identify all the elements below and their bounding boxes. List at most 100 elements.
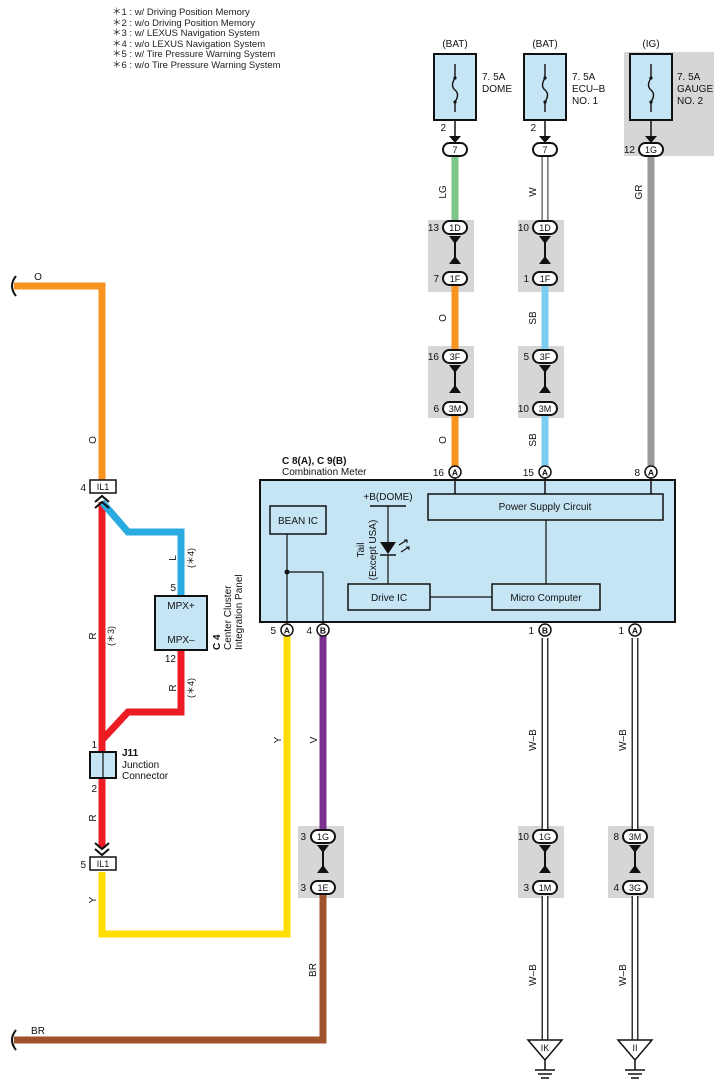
svg-text:3M: 3M bbox=[449, 404, 462, 414]
svg-text:10: 10 bbox=[518, 832, 530, 843]
svg-text:C 4: C 4 bbox=[212, 634, 223, 650]
dome-supply-label: +B(DOME) bbox=[363, 492, 412, 503]
wire-note-l: (＊4) bbox=[186, 548, 196, 568]
svg-text:5: 5 bbox=[170, 583, 176, 594]
fuse-rating: 7. 5A bbox=[677, 72, 701, 83]
yellow-wire bbox=[98, 636, 291, 938]
wire-label-o-2: O bbox=[438, 436, 449, 444]
meter-name: Combination Meter bbox=[282, 467, 367, 478]
svg-text:7: 7 bbox=[452, 145, 457, 155]
svg-text:7: 7 bbox=[542, 145, 547, 155]
svg-text:1: 1 bbox=[618, 626, 624, 637]
junction-pair-1d-1f-right: 1D 10 1F 1 SB bbox=[518, 220, 558, 325]
svg-text:3F: 3F bbox=[450, 352, 461, 362]
wire-label-br: BR bbox=[308, 963, 319, 977]
svg-text:Junction: Junction bbox=[122, 760, 159, 771]
wire-end-mark bbox=[11, 275, 17, 297]
wire-label-wb-4: W–B bbox=[618, 964, 629, 986]
meter-pin-bottom-1b: B 1 bbox=[528, 623, 552, 637]
connector-il1-top: IL1 4 bbox=[80, 479, 117, 509]
wire-label-v: V bbox=[309, 736, 320, 743]
svg-text:II: II bbox=[632, 1043, 637, 1053]
svg-text:8: 8 bbox=[613, 832, 619, 843]
fuse-source: (BAT) bbox=[442, 39, 467, 50]
svg-text:3: 3 bbox=[300, 883, 306, 894]
svg-text:1F: 1F bbox=[540, 274, 551, 284]
wire-label-y: Y bbox=[88, 896, 99, 903]
svg-text:J11: J11 bbox=[122, 748, 139, 759]
connector-il1-bottom: IL1 5 bbox=[80, 842, 117, 871]
svg-text:1D: 1D bbox=[449, 223, 461, 233]
red-wire-branch bbox=[99, 650, 185, 743]
combination-meter: C 8(A), C 9(B) Combination Meter A 16 A … bbox=[259, 456, 676, 637]
svg-text:4: 4 bbox=[306, 626, 312, 637]
blue-wire bbox=[99, 499, 185, 596]
svg-text:1: 1 bbox=[91, 740, 97, 751]
svg-text:MPX–: MPX– bbox=[167, 635, 195, 646]
svg-text:6: 6 bbox=[433, 404, 439, 415]
note-2: ＊2 : w/o Driving Position Memory bbox=[112, 17, 256, 29]
svg-text:1G: 1G bbox=[645, 145, 657, 155]
option-notes: ＊1 : w/ Driving Position Memory ＊2 : w/o… bbox=[112, 7, 281, 72]
svg-text:5: 5 bbox=[270, 626, 276, 637]
wire-label-wb-1: W–B bbox=[528, 729, 539, 751]
svg-text:BEAN IC: BEAN IC bbox=[278, 516, 318, 527]
svg-text:Power Supply Circuit: Power Supply Circuit bbox=[499, 502, 592, 513]
brown-wire bbox=[14, 892, 327, 1044]
wire-label-sb: SB bbox=[528, 311, 539, 325]
led-icon bbox=[380, 542, 396, 554]
wire-label-o-vert: O bbox=[88, 436, 99, 444]
svg-text:10: 10 bbox=[518, 223, 530, 234]
svg-text:8: 8 bbox=[634, 468, 640, 479]
svg-text:13: 13 bbox=[428, 223, 440, 234]
junction-pair-3f-3m-left: 3F 16 3M 6 O bbox=[428, 349, 468, 444]
svg-text:A: A bbox=[632, 626, 638, 636]
wire-label-r-lower: R bbox=[168, 684, 179, 691]
svg-text:1G: 1G bbox=[317, 832, 329, 842]
wire-label-wb-2: W–B bbox=[618, 729, 629, 751]
junction-pair-1d-1f-left: 1D 13 1F 7 O bbox=[428, 220, 468, 322]
note-3: ＊3 : w/ LEXUS Navigation System bbox=[112, 28, 260, 40]
orange-wire-left bbox=[14, 282, 106, 480]
svg-text:1M: 1M bbox=[539, 883, 552, 893]
svg-text:1G: 1G bbox=[539, 832, 551, 842]
svg-text:IL1: IL1 bbox=[97, 482, 110, 492]
fuse-ecu-b: (BAT) 7. 5A ECU–B NO. 1 2 bbox=[523, 39, 606, 140]
svg-text:A: A bbox=[284, 626, 290, 636]
svg-text:2: 2 bbox=[91, 784, 97, 795]
wire-label-gr: GR bbox=[634, 185, 645, 200]
svg-text:10: 10 bbox=[518, 404, 530, 415]
bean-ic bbox=[269, 505, 327, 535]
svg-text:1F: 1F bbox=[450, 274, 461, 284]
svg-text:1: 1 bbox=[523, 274, 529, 285]
j11-junction-connector: 1 2 J11 Junction Connector bbox=[89, 740, 169, 795]
tail-label: Tail bbox=[356, 542, 367, 557]
fuse-dome: (BAT) 7. 5A DOME 2 bbox=[433, 39, 512, 140]
ground-ik-icon: IK bbox=[526, 1039, 564, 1079]
svg-text:16: 16 bbox=[428, 352, 440, 363]
wire-end-mark bbox=[11, 1029, 17, 1051]
svg-text:3M: 3M bbox=[629, 832, 642, 842]
fuse-name: GAUGE bbox=[677, 84, 713, 95]
svg-text:B: B bbox=[320, 626, 326, 636]
meter-code: C 8(A), C 9(B) bbox=[282, 456, 346, 467]
fuse-name-2: NO. 2 bbox=[677, 96, 704, 107]
fuse-rating: 7. 5A bbox=[572, 72, 596, 83]
wire-label-o: O bbox=[438, 314, 449, 322]
wire-label-l: L bbox=[168, 555, 179, 561]
svg-text:MPX+: MPX+ bbox=[167, 601, 195, 612]
svg-text:3F: 3F bbox=[540, 352, 551, 362]
svg-text:A: A bbox=[542, 468, 548, 478]
svg-text:4: 4 bbox=[613, 883, 619, 894]
svg-text:Drive IC: Drive IC bbox=[371, 593, 407, 604]
note-6: ＊6 : w/o Tire Pressure Warning System bbox=[112, 59, 281, 71]
fuse-name: DOME bbox=[482, 84, 512, 95]
junction-pair-3m-3g: 3M 8 3G 4 W–B bbox=[613, 829, 648, 986]
svg-text:7: 7 bbox=[433, 274, 439, 285]
svg-text:B: B bbox=[542, 626, 548, 636]
svg-text:Connector: Connector bbox=[122, 771, 169, 782]
connector-7-dome: 7 bbox=[442, 136, 468, 157]
connector-1g-gauge: 1G 12 bbox=[624, 136, 664, 157]
fuse-rating: 7. 5A bbox=[482, 72, 506, 83]
svg-text:12: 12 bbox=[165, 654, 177, 665]
